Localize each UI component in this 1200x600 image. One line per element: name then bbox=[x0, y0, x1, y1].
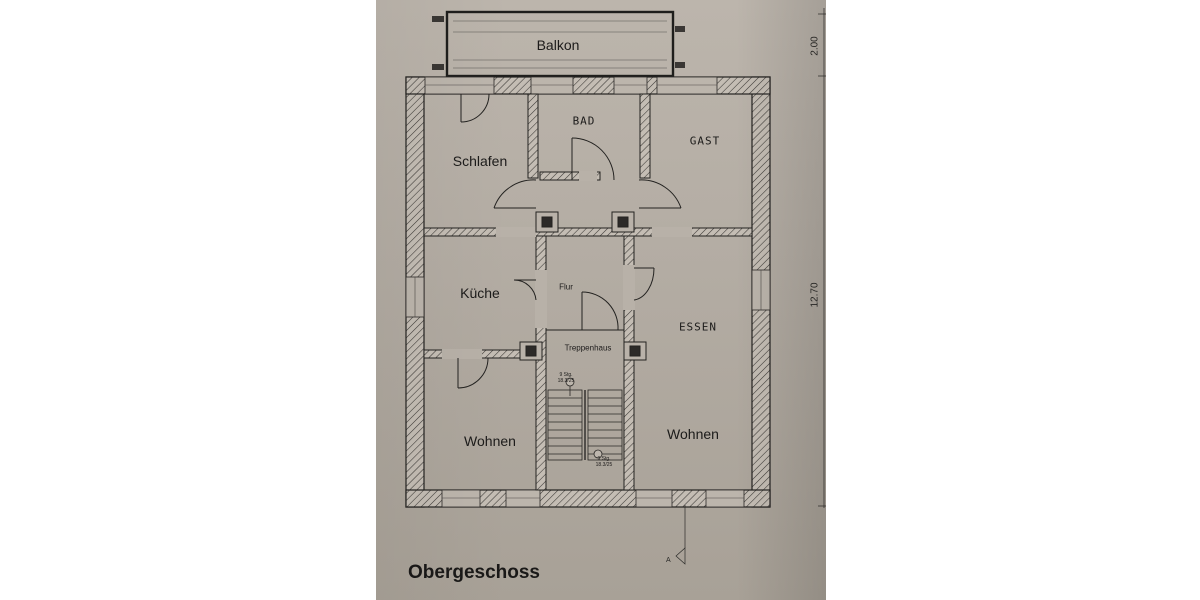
windows bbox=[405, 76, 771, 508]
stair-upper-count: 9 Stg. bbox=[559, 372, 573, 378]
floor-plan-sheet: Balkon BAD GAST Schlafen Küche Flur ESSE… bbox=[376, 0, 826, 600]
staircase bbox=[547, 377, 623, 461]
section-marker-label: A bbox=[666, 557, 671, 564]
room-label-bad: BAD bbox=[572, 114, 596, 128]
plan-title: Obergeschoss bbox=[408, 562, 540, 583]
room-label-flur: Flur bbox=[559, 282, 573, 292]
room-label-essen: ESSEN bbox=[678, 320, 718, 334]
dimension-total-depth: 12.70 bbox=[809, 282, 821, 308]
room-label-treppenhaus: Treppenhaus bbox=[564, 343, 612, 353]
room-label-wohnen-right: Wohnen bbox=[667, 426, 719, 442]
room-label-gast: GAST bbox=[689, 134, 721, 148]
chimneys bbox=[519, 211, 647, 361]
room-label-kueche: Küche bbox=[460, 285, 500, 301]
stair-lower-count: 9 Stg. bbox=[597, 456, 611, 462]
room-label-schlafen: Schlafen bbox=[452, 153, 508, 169]
dimension-lines bbox=[675, 8, 826, 565]
room-label-balkon: Balkon bbox=[536, 37, 580, 53]
stair-lower-size: 18.3/25 bbox=[595, 462, 613, 468]
balcony-outline bbox=[432, 10, 685, 78]
stair-note-upper: 9 Stg. 18.3/25 bbox=[558, 372, 575, 384]
stair-note-lower: 9 Stg. 18.3/25 bbox=[596, 456, 613, 468]
room-label-wohnen-left: Wohnen bbox=[464, 433, 516, 449]
dimension-balcony-depth: 2.00 bbox=[809, 36, 821, 56]
stair-upper-size: 18.3/25 bbox=[557, 378, 575, 384]
door-swings bbox=[457, 93, 682, 389]
floor-plan-drawing bbox=[405, 8, 826, 565]
